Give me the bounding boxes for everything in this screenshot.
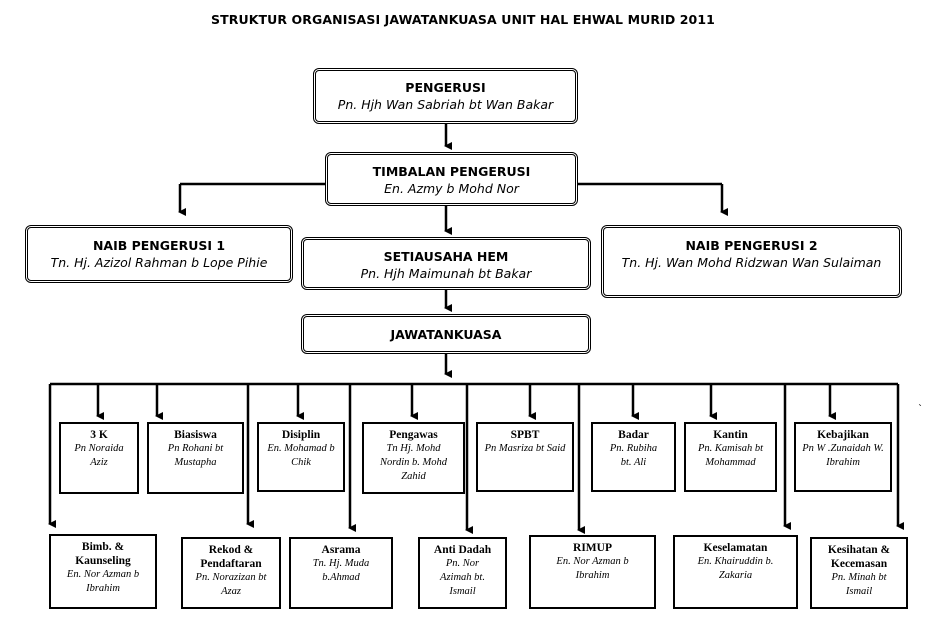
person-name: Pn. Minah bt Ismail [831,572,887,597]
person-name: En. Azmy b Mohd Nor [384,181,519,196]
person-name: Pn Noraida Aziz [74,443,124,468]
person-name: Pn. Kamisah bt Mohammad [697,443,764,468]
box-biasiswa: Biasiswa Pn Rohani bt Mustapha [147,422,244,494]
person-name: Pn. Norazizan bt Azaz [195,572,267,597]
box-kebajikan: Kebajikan Pn W .Zunaidah W. Ibrahim [794,422,892,492]
person-name: Tn. Hj. Muda b.Ahmad [312,558,370,583]
role-label: PENGERUSI [405,80,486,95]
chart-title: STRUKTUR ORGANISASI JAWATANKUASA UNIT HA… [211,12,715,27]
person-name: Pn. Hjh Maimunah bt Bakar [360,266,532,281]
role-label: Kebajikan [817,429,869,441]
box-spbt: SPBT Pn Masriza bt Said [476,422,574,492]
role-label: Biasiswa [174,429,217,441]
person-name: En. Nor Azman b Ibrahim [66,569,140,594]
role-label: Rekod & Pendaftaran [200,544,262,570]
box-timbalan-pengerusi: TIMBALAN PENGERUSI En. Azmy b Mohd Nor [325,152,578,206]
box-anti-dadah: Anti Dadah Pn. Nor Azimah bt. Ismail [418,537,507,609]
box-asrama: Asrama Tn. Hj. Muda b.Ahmad [289,537,393,609]
box-disiplin: Disiplin En. Mohamad b Chik [257,422,345,492]
box-bimb-kaunseling: Bimb. & Kaunseling En. Nor Azman b Ibrah… [49,534,157,609]
box-kesihatan-kecemasan: Kesihatan & Kecemasan Pn. Minah bt Ismai… [810,537,908,609]
person-name: En. Mohamad b Chik [267,443,335,468]
box-3k: 3 K Pn Noraida Aziz [59,422,139,494]
box-kantin: Kantin Pn. Kamisah bt Mohammad [684,422,777,492]
box-naib-pengerusi-2: NAIB PENGERUSI 2 Tn. Hj. Wan Mohd Ridzwa… [601,225,902,298]
person-name: Pn Rohani bt Mustapha [167,443,224,468]
person-name: Tn. Hj. Wan Mohd Ridzwan Wan Sulaiman [621,255,882,270]
box-pengerusi: PENGERUSI Pn. Hjh Wan Sabriah bt Wan Bak… [313,68,578,124]
person-name: En. Khairuddin b. Zakaria [697,556,774,581]
role-label: SPBT [510,429,540,441]
box-naib-pengerusi-1: NAIB PENGERUSI 1 Tn. Hj. Azizol Rahman b… [25,225,293,283]
role-label: RIMUP [573,542,612,554]
role-label: NAIB PENGERUSI 2 [685,238,818,253]
role-label: Kantin [713,429,748,441]
box-rekod-pendaftaran: Rekod & Pendaftaran Pn. Norazizan bt Aza… [181,537,281,609]
role-label: Badar [618,429,649,441]
person-name: Pn W .Zunaidah W. Ibrahim [802,443,884,468]
box-keselamatan: Keselamatan En. Khairuddin b. Zakaria [673,535,798,609]
role-label: Kesihatan & Kecemasan [827,544,891,570]
box-pengawas: Pengawas Tn Hj. Mohd Nordin b. Mohd Zahi… [362,422,465,494]
role-label: NAIB PENGERUSI 1 [92,238,226,253]
person-name: Tn Hj. Mohd Nordin b. Mohd Zahid [380,443,447,482]
stray-mark: ` [918,404,923,415]
role-label: Pengawas [389,429,438,441]
box-rimup: RIMUP En. Nor Azman b Ibrahim [529,535,656,609]
role-label: TIMBALAN PENGERUSI [372,164,531,179]
role-label: Keselamatan [703,542,768,554]
role-label: JAWATANKUASA [390,327,502,342]
box-setiausaha-hem: SETIAUSAHA HEM Pn. Hjh Maimunah bt Bakar [301,237,591,290]
role-label: Bimb. & Kaunseling [75,541,131,567]
role-label: Disiplin [281,429,321,441]
role-label: Anti Dadah [433,544,492,556]
person-name: Pn. Hjh Wan Sabriah bt Wan Bakar [337,97,554,112]
person-name: Pn. Nor Azimah bt. Ismail [440,558,485,597]
box-badar: Badar Pn. Rubiha bt. Ali [591,422,676,492]
role-label: 3 K [90,429,108,441]
person-name: Tn. Hj. Azizol Rahman b Lope Pihie [50,255,268,270]
person-name: En. Nor Azman b Ibrahim [556,556,629,581]
person-name: Pn Masriza bt Said [484,443,566,454]
box-jawatankuasa: JAWATANKUASA [301,314,591,354]
person-name: Pn. Rubiha bt. Ali [609,443,658,468]
role-label: Asrama [321,544,361,556]
role-label: SETIAUSAHA HEM [383,249,509,264]
